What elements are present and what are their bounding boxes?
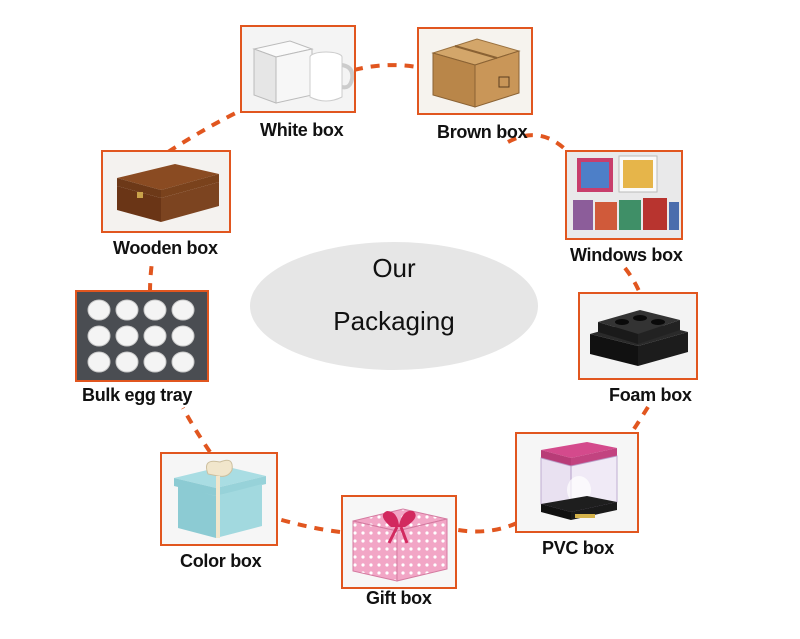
connector-brown-windows — [507, 133, 577, 162]
color-box-label: Color box — [180, 551, 262, 571]
windows-box-image — [565, 150, 683, 240]
wooden-box-image — [101, 150, 231, 233]
brown-box-label: Brown box — [437, 122, 528, 142]
foam-box-label: Foam box — [609, 385, 692, 405]
connector-gift-color — [274, 516, 341, 534]
foam-box-picture — [580, 294, 696, 378]
gift-box-label: Gift box — [366, 588, 432, 608]
white-box-image — [240, 25, 356, 113]
white-box-label: White box — [260, 120, 344, 140]
connector-color-bulk — [181, 407, 212, 454]
wooden-box-picture — [103, 152, 229, 231]
pvc-box-label: PVC box — [542, 538, 614, 558]
connector-wooden-white — [166, 106, 247, 154]
pvc-box-picture — [517, 434, 637, 531]
connector-foam-pvc — [626, 405, 650, 440]
pvc-box-image — [515, 432, 639, 533]
connector-pvc-gift — [457, 521, 518, 534]
connector-windows-foam — [623, 266, 647, 313]
windows-box-label: Windows box — [570, 245, 683, 265]
bulk-egg-tray-picture — [77, 292, 207, 380]
windows-box-picture — [567, 152, 681, 238]
white-box-picture — [242, 27, 354, 111]
center-title-line2: Packaging — [333, 306, 455, 336]
center-title-line1: Our — [372, 253, 416, 283]
gift-box-image — [341, 495, 457, 589]
connector-bulk-wooden — [148, 261, 154, 293]
color-box-picture — [162, 454, 276, 544]
bulk-egg-tray-image — [75, 290, 209, 382]
bulk-egg-tray-label: Bulk egg tray — [82, 385, 193, 405]
center-ellipse — [250, 242, 538, 370]
brown-box-image — [417, 27, 533, 115]
connector-white-brown — [353, 63, 418, 72]
gift-box-picture — [343, 497, 455, 587]
wooden-box-label: Wooden box — [113, 238, 218, 258]
foam-box-image — [578, 292, 698, 380]
color-box-image — [160, 452, 278, 546]
brown-box-picture — [419, 29, 531, 113]
